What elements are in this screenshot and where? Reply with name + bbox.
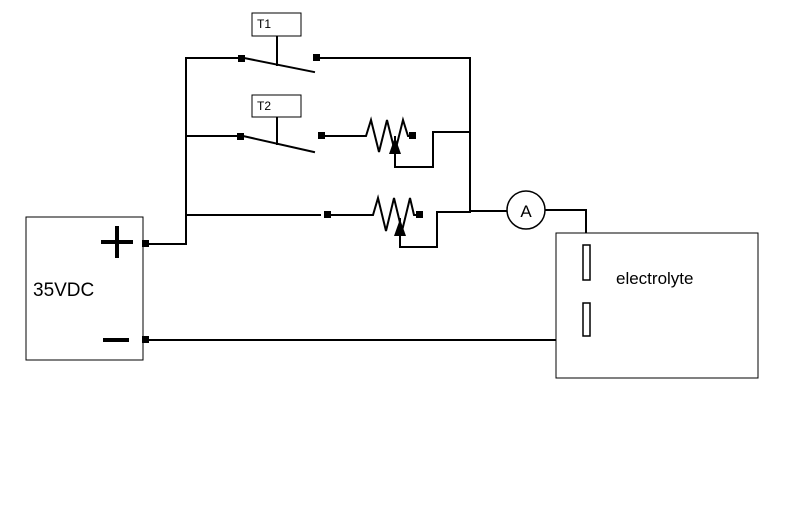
potentiometer-branch-2	[359, 116, 471, 168]
positive-terminal	[142, 240, 149, 247]
timer-t2-label: T2	[257, 99, 271, 113]
tank-label: electrolyte	[616, 269, 693, 288]
potentiometer-branch-3	[324, 194, 471, 248]
timer-switch-t2: T2	[237, 94, 325, 154]
negative-electrode	[582, 302, 591, 337]
timer-t2-box	[251, 94, 302, 118]
timer-t1-label: T1	[257, 17, 271, 31]
ammeter-label: A	[520, 202, 532, 221]
timer-switch-t1: T1	[238, 12, 320, 74]
electrolyte-tank: electrolyte	[555, 232, 759, 379]
positive-electrode	[582, 244, 591, 281]
timer-t1-box	[251, 12, 302, 37]
voltage-label: 35VDC	[33, 280, 94, 301]
power-supply: 35VDC	[25, 216, 149, 361]
ammeter: A	[506, 190, 546, 230]
positive-terminal-symbol	[101, 226, 133, 258]
negative-terminal	[142, 336, 149, 343]
